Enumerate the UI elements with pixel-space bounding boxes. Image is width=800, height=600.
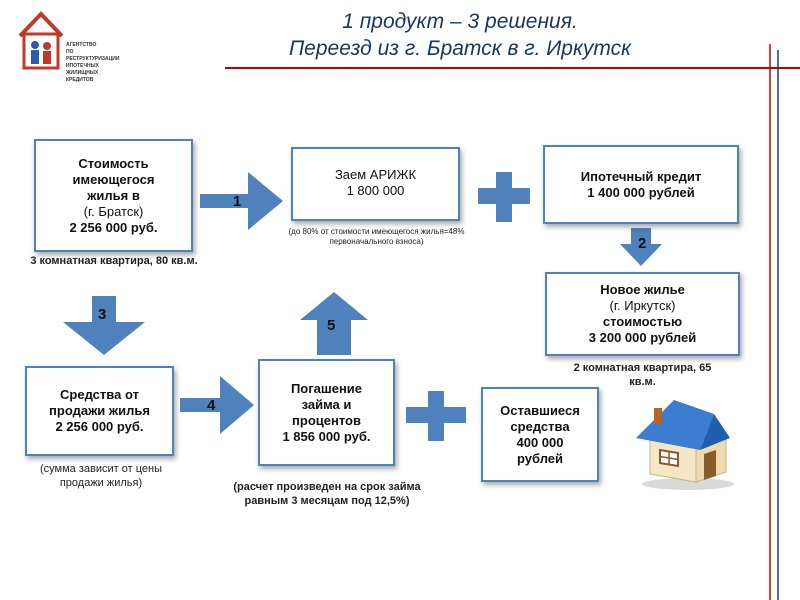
box-line: Ипотечный кредит (580, 168, 702, 184)
plus-icon (478, 172, 530, 222)
box-line: Заем АРИЖК (334, 167, 417, 182)
title-line-2: Переезд из г. Братск в г. Иркутск (288, 37, 632, 60)
logo-line: ИПОТЕЧНЫХ ЖИЛИЩНЫХ (66, 63, 99, 76)
logo: АГЕНТСТВО ПО РЕСТРУКТУРИЗАЦИИ ИПОТЕЧНЫХ … (18, 10, 128, 83)
box-line: продажи жилья (49, 403, 150, 418)
step-number-1: 1 (233, 193, 242, 210)
box-line: Средства от (60, 387, 139, 402)
arrow-right-icon (180, 376, 254, 434)
box-line: 2 256 000 руб. (69, 219, 158, 235)
box-line: 3 200 000 рублей (588, 330, 697, 345)
box-line: Оставшиеся (500, 402, 580, 418)
page-title: 1 продукт – 3 решения. Переезд из г. Бра… (180, 8, 740, 62)
logo-text: АГЕНТСТВО ПО РЕСТРУКТУРИЗАЦИИ ИПОТЕЧНЫХ … (66, 42, 128, 84)
box-line: 1 800 000 (346, 183, 405, 198)
box-line: процентов (292, 412, 361, 428)
loan-box: Заем АРИЖК 1 800 000 (291, 147, 460, 221)
title-line-1: 1 продукт – 3 решения. (342, 10, 578, 33)
new-home-note: 2 комнатная квартира, 65 кв.м. (573, 362, 712, 388)
box-line: (г. Иркутск) (609, 298, 676, 313)
repayment-box: Погашение займа и процентов 1 856 000 ру… (258, 359, 395, 466)
plus-icon (406, 391, 466, 441)
arrow-down-icon (620, 228, 662, 266)
box-line: имеющегося (72, 171, 155, 187)
box-line: стоимостью (602, 314, 683, 329)
logo-line: АГЕНТСТВО (66, 42, 97, 48)
box-line: (г. Братск) (83, 203, 144, 219)
step-number-5: 5 (327, 317, 336, 334)
box-line: Стоимость (78, 155, 149, 171)
repayment-note: (расчет произведен на срок займа равным … (233, 481, 421, 507)
step-number-4: 4 (207, 397, 216, 414)
arrow-down-icon (63, 296, 145, 355)
box-line: 2 256 000 руб. (55, 419, 144, 434)
sale-funds-note: (сумма зависит от цены продажи жилья) (40, 463, 162, 489)
step-number-2: 2 (638, 235, 647, 252)
mortgage-box: Ипотечный кредит 1 400 000 рублей (543, 145, 739, 224)
house-icon (636, 400, 734, 490)
box-line: займа и (301, 396, 352, 412)
box-line: средства (510, 418, 570, 434)
box-line: жилья в (87, 187, 140, 203)
box-line: 1 400 000 рублей (587, 184, 695, 200)
new-home-box: Новое жилье (г. Иркутск) стоимостью 3 20… (545, 272, 740, 356)
logo-line: ПО РЕСТРУКТУРИЗАЦИИ (66, 49, 120, 62)
logo-line: КРЕДИТОВ (66, 77, 94, 83)
box-line: Погашение (290, 380, 363, 396)
current-home-box: Стоимость имеющегося жилья в (г. Братск)… (34, 139, 193, 252)
step-number-3: 3 (98, 306, 107, 323)
current-home-note: 3 комнатная квартира, 80 кв.м. (30, 255, 198, 267)
box-line: 400 000 (516, 434, 564, 450)
logo-house-icon (18, 11, 64, 70)
sale-funds-box: Средства от продажи жилья 2 256 000 руб. (25, 366, 174, 456)
arrow-up-icon (300, 292, 368, 355)
loan-note: (до 80% от стоимости имеющегося жилья=48… (288, 227, 465, 246)
box-line: рублей (516, 450, 563, 466)
arrow-right-icon (200, 172, 283, 230)
box-line: 1 856 000 руб. (282, 428, 371, 444)
box-line: Новое жилье (600, 282, 685, 297)
remaining-box: Оставшиеся средства 400 000 рублей (481, 387, 599, 482)
